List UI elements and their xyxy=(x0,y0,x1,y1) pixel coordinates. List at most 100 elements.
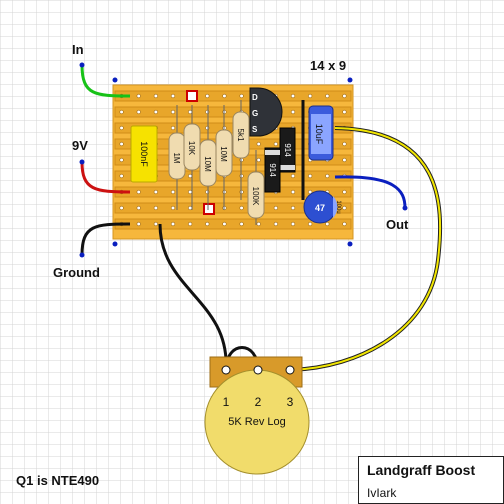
wire-to-pot-3 xyxy=(289,127,442,371)
track-cut xyxy=(203,203,215,215)
board-hole xyxy=(256,141,261,147)
board-hole xyxy=(325,221,330,227)
resistor-1m-label: 1M xyxy=(172,152,181,163)
pot-lug-2 xyxy=(253,365,263,375)
capacitor-47-label: 47 xyxy=(315,203,325,213)
board-hole xyxy=(290,93,296,99)
board-hole xyxy=(205,221,210,227)
diode-a-label: 914 xyxy=(283,143,292,157)
board-hole xyxy=(136,205,141,211)
board-hole xyxy=(342,189,347,195)
resistor-10k-label: 10K xyxy=(187,141,196,156)
board-hole xyxy=(290,109,296,115)
board-hole xyxy=(153,205,158,211)
resistor-10k: 10K xyxy=(183,105,201,210)
board-hole xyxy=(119,205,124,211)
board-hole xyxy=(256,221,261,227)
board-hole xyxy=(188,109,193,115)
capacitor-10uf-label: 10uF xyxy=(314,124,324,145)
copper-strip xyxy=(114,202,352,214)
title-block: Landgraff Boost IvIark xyxy=(358,456,504,504)
board-hole xyxy=(308,93,313,99)
pot-value-label: 5K Rev Log xyxy=(228,416,285,428)
board-hole xyxy=(119,157,124,163)
board-hole xyxy=(342,157,347,163)
track-cut xyxy=(186,90,198,102)
board-hole xyxy=(119,109,124,115)
board-hole xyxy=(273,221,278,227)
board-hole xyxy=(205,189,210,195)
board-hole xyxy=(239,221,244,227)
board-hole xyxy=(170,221,176,227)
wire-in xyxy=(80,64,131,98)
title-block-author: IvIark xyxy=(367,486,397,500)
label-q1-note: Q1 is NTE490 xyxy=(16,473,99,488)
resistor-100k: 100K xyxy=(247,150,265,225)
board-hole xyxy=(188,221,193,227)
transistor-q1: D G S xyxy=(249,87,283,137)
title-block-title: Landgraff Boost xyxy=(367,462,476,478)
pot-pin3-label: 3 xyxy=(287,395,294,409)
board-hole xyxy=(290,221,296,227)
board-hole xyxy=(119,141,124,147)
copper-strip xyxy=(114,90,352,102)
board-hole xyxy=(153,93,158,99)
label-in: In xyxy=(72,42,84,57)
label-board-size: 14 x 9 xyxy=(310,58,346,73)
board-hole xyxy=(136,109,141,115)
resistor-10m-b-label: 10M xyxy=(219,146,228,162)
board-hole xyxy=(119,173,124,179)
copper-strip xyxy=(114,154,352,166)
potentiometer: 1 2 3 5K Rev Log xyxy=(204,356,310,475)
capacitor-10uf: 10uF xyxy=(308,105,334,161)
capacitor-47: 47 100u xyxy=(303,190,341,224)
label-out: Out xyxy=(386,217,409,232)
fet-source-label: S xyxy=(252,125,258,134)
board-hole xyxy=(170,205,176,211)
board-hole xyxy=(290,189,296,195)
board-hole xyxy=(342,93,347,99)
pot-lug-1 xyxy=(221,365,231,375)
board-hole xyxy=(239,189,244,195)
resistor-5k1: 5k1 xyxy=(232,100,250,200)
label-9v: 9V xyxy=(72,138,88,153)
wire-9v xyxy=(80,161,131,194)
resistor-10m-b: 10M xyxy=(215,105,233,210)
board-hole xyxy=(342,205,347,211)
board-hole xyxy=(308,221,313,227)
board-hole xyxy=(136,189,141,195)
board-hole xyxy=(222,221,227,227)
fet-drain-label: D xyxy=(252,93,258,102)
board-hole xyxy=(136,221,141,227)
resistor-10m-a-label: 10M xyxy=(203,156,212,172)
board-hole xyxy=(153,109,158,115)
diode-b: 914 xyxy=(264,147,281,193)
board-hole xyxy=(119,125,124,131)
board-hole xyxy=(273,141,278,147)
resistor-100k-label: 100K xyxy=(251,187,260,206)
diode-b-label: 914 xyxy=(268,163,277,177)
board-hole xyxy=(239,157,244,163)
board-hole xyxy=(290,173,296,179)
board-hole xyxy=(239,93,244,99)
board-hole xyxy=(153,189,158,195)
wire-end-dots xyxy=(79,62,408,258)
board-hole xyxy=(170,109,176,115)
board-hole xyxy=(342,109,347,115)
board-hole xyxy=(170,189,176,195)
board-hole xyxy=(342,141,347,147)
board-hole xyxy=(325,93,330,99)
label-ground: Ground xyxy=(53,265,100,280)
pot-pin1-label: 1 xyxy=(223,395,230,409)
pot-pin2-label: 2 xyxy=(255,395,262,409)
wire-to-pot-1 xyxy=(158,223,228,371)
resistor-10m-a: 10M xyxy=(199,105,217,210)
board-hole xyxy=(256,157,261,163)
capacitor-100nf-label: 100nF xyxy=(139,141,149,167)
fet-gate-label: G xyxy=(252,109,258,118)
board-hole xyxy=(205,93,210,99)
board-hole xyxy=(170,125,176,131)
capacitor-47-side-label: 100u xyxy=(335,200,341,213)
